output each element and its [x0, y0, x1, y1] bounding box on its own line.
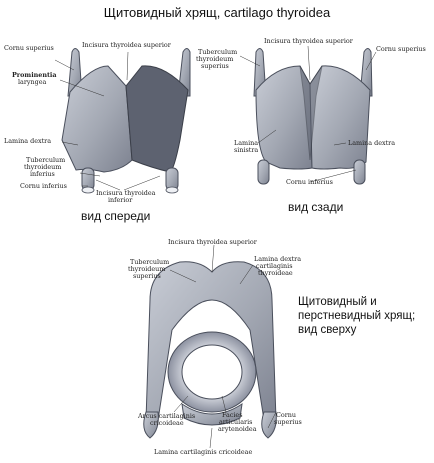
top-label-tuberculum-2: thyroideum	[128, 265, 166, 273]
front-label-lamina-dextra: Lamina dextra	[4, 137, 52, 145]
page-title: Щитовидный хрящ, cartilago thyroidea	[103, 5, 331, 20]
back-caption: вид сзади	[288, 200, 344, 214]
top-label-tuberculum-1: Tuberculum	[130, 258, 170, 266]
back-cornu-inferius-right	[353, 159, 366, 185]
top-label-arcus-2: cricoideae	[150, 419, 184, 427]
thyroid-back-illustration	[253, 48, 373, 185]
thyroid-cricoid-top-illustration	[143, 261, 277, 439]
top-note-2: перстневидный хрящ;	[298, 310, 416, 322]
back-label-tuberculum-1: Tuberculum	[198, 48, 238, 56]
front-label-incisura-inferior-2: inferior	[108, 196, 133, 204]
top-label-cornu-2: superius	[274, 418, 302, 426]
top-label-facies-2: articularis	[219, 418, 253, 426]
leader-lines	[54, 45, 377, 449]
front-label-tuberculum-2: thyroideum	[24, 163, 62, 171]
back-label-lamina-sinistra-1: Lamina	[234, 139, 259, 147]
front-label-incisura-inferior-1: Incisura thyroidea	[96, 189, 156, 197]
front-label-prominentia-2: laryngea	[18, 78, 47, 86]
back-cornu-inferius-left	[257, 159, 270, 185]
top-note-1: Щитовидный и	[298, 296, 377, 308]
front-label-cornu-inferius: Cornu inferius	[20, 182, 67, 190]
front-lamina-right	[125, 65, 189, 173]
back-label-tuberculum-3: superius	[201, 62, 229, 70]
top-label-lamina-dextra-2: cartilaginis	[256, 262, 293, 270]
top-label-arcus-1: Arcus cartilaginis	[138, 412, 196, 420]
back-label-tuberculum-2: thyroideum	[196, 55, 234, 63]
top-cricoid-lumen	[181, 344, 243, 400]
back-label-lamina-sinistra-2: sinistra	[234, 146, 259, 154]
top-label-cornu-1: Cornu	[276, 411, 297, 419]
top-cornu-left	[143, 411, 159, 439]
top-label-incisura-superior: Incisura thyroidea superior	[168, 238, 257, 246]
back-label-incisura-superior: Incisura thyroidea superior	[264, 37, 353, 45]
front-label-tuberculum-3: inferius	[30, 170, 55, 178]
front-label-cornu-superius: Cornu superius	[4, 44, 54, 52]
top-label-lamina-cricoideae: Lamina cartilaginis cricoideae	[154, 448, 253, 456]
top-cricoid-lamina	[181, 402, 243, 426]
top-label-facies-1: Facies	[222, 411, 243, 419]
front-label-prominentia-1: Prominentia	[12, 71, 57, 79]
back-groove	[299, 65, 323, 161]
front-caption: вид спереди	[81, 209, 151, 223]
top-note-3: вид сверху	[298, 324, 357, 336]
back-label-cornu-superius: Cornu superius	[376, 45, 426, 53]
top-label-lamina-dextra-3: thyroideae	[258, 269, 293, 277]
front-label-tuberculum-1: Tuberculum	[26, 156, 66, 164]
back-label-cornu-inferius: Cornu inferius	[286, 178, 333, 186]
front-label-incisura-superior: Incisura thyroidea superior	[82, 41, 171, 49]
back-label-lamina-dextra: Lamina dextra	[348, 139, 396, 147]
top-label-tuberculum-3: superius	[133, 272, 161, 280]
back-lamina-left	[255, 65, 313, 170]
top-label-facies-3: arytenoidea	[218, 425, 257, 433]
thyroid-front-illustration	[61, 48, 191, 194]
top-label-lamina-dextra-1: Lamina dextra	[254, 255, 302, 263]
